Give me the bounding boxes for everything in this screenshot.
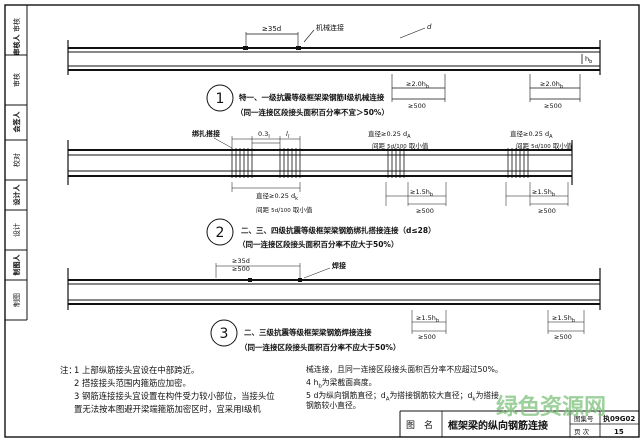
- section-1-title: 特一、一级抗震等级框架梁钢筋Ⅰ级机械连接: [239, 92, 385, 102]
- sidebar: 审核 审核人 审核 会签人 校对 设计人 设计 制图人 制图: [5, 5, 28, 321]
- title-label-tu: 图: [406, 420, 415, 431]
- section-3-title: 二、三级抗震等级框架梁钢筋焊接连接: [244, 327, 372, 337]
- section-2-title: 二、三、四级抗震等级框架梁钢筋绑扎搭接连接（d≤28）: [241, 225, 436, 235]
- sidebar-cell-4: 校对: [12, 153, 21, 167]
- section-3-beam: [67, 263, 601, 347]
- watermark-text: 绿色资源网: [496, 394, 606, 420]
- sidebar-cell-7: 制图人: [12, 254, 21, 276]
- section-2-dim-15a: ≥1.5hb: [410, 188, 433, 198]
- section-1-dim-right-3: ≥2.0hb: [540, 80, 563, 90]
- section-2-dim-l: ll: [286, 130, 290, 140]
- notes-label: 注：: [60, 365, 77, 375]
- section-2-dia-note-a: 直径≥0.25 dA: [368, 129, 411, 140]
- sidebar-cell-3: 会签人: [12, 111, 21, 133]
- section-2-dia-note-b: 直径≥0.25 dA: [510, 129, 553, 140]
- section-1-joint-label: 机械连接: [316, 23, 344, 32]
- outer-frame: [4, 4, 640, 438]
- sidebar-cell-2: 审核: [12, 73, 21, 87]
- atlas-label: 图集号: [574, 414, 594, 423]
- sidebar-cell-8: 制图: [12, 293, 21, 307]
- section-1-dim-right-2: ≥500: [408, 102, 426, 110]
- atlas-number: 执09G02: [603, 414, 635, 423]
- section-3-dim-15a: ≥1.5hb: [416, 314, 439, 324]
- note-1: 1 上部纵筋接头宜设在中部跨近。: [74, 365, 200, 375]
- sidebar-cell-6: 设计: [12, 223, 21, 237]
- note-5: 5 d为纵向钢筋直径；dA为搭接钢筋较大直径；dk为搭接: [306, 391, 499, 403]
- page-number: 15: [614, 428, 624, 436]
- section-1-dim-right-1: ≥2.0hb: [406, 80, 429, 90]
- section-3-dim-top-a: ≥35d: [232, 257, 250, 265]
- section-1-dim-top: ≥35d: [262, 25, 281, 33]
- section-2-dia-note-c: 直径≥0.25 dk: [256, 191, 298, 202]
- section-2-dim-15b: ≥1.5hb: [532, 188, 555, 198]
- section-3-dim-500a: ≥500: [418, 333, 436, 341]
- sidebar-cell-1: 审核人: [12, 34, 21, 56]
- section-2-dim-500b: ≥500: [538, 207, 556, 215]
- section-1-dim-right-4: ≥500: [544, 102, 562, 110]
- page-label: 页 次: [574, 427, 590, 436]
- section-3-dim-500b: ≥500: [554, 333, 572, 341]
- section-3-number: 3: [220, 326, 229, 342]
- sidebar-cell-5: 设计人: [12, 184, 21, 206]
- section-1-hb: hb: [585, 55, 592, 65]
- note-3a: 3 钢筋连接接头宜设置在构件受力较小部位，当接头位: [74, 391, 275, 401]
- section-2-spacing-c: 间距 5d/100 取小值: [256, 205, 313, 214]
- note-5b: 钢筋较小直径。: [306, 401, 361, 410]
- section-2-dim-500a: ≥500: [416, 207, 434, 215]
- section-3-joint-label: 焊接: [332, 261, 346, 270]
- section-2-dim-03: 0.3l: [258, 130, 270, 140]
- section-3-dim-top-b: ≥500: [232, 265, 250, 273]
- section-1-bar-label: d: [427, 23, 432, 31]
- section-2-tie-zone: 绑扎搭接: [192, 129, 220, 138]
- section-1-beam: [67, 27, 601, 112]
- title-block: [399, 410, 639, 437]
- section-3-dim-15b: ≥1.5hb: [552, 314, 575, 324]
- section-2-subtitle: （同一连接区段接头面积百分率不应大于50%）: [238, 239, 398, 249]
- title-label-ming: 名: [424, 419, 433, 431]
- drawing-name: 框架梁的纵向钢筋连接: [448, 419, 548, 432]
- section-2-spacing-b: 间距 5d/100 取小值: [516, 141, 573, 150]
- section-2-beam: [67, 136, 573, 246]
- section-1-number: 1: [216, 91, 225, 107]
- note-3c: 械连接，且同一连接区段接头面积百分率不应超过50%。: [306, 365, 503, 374]
- note-4: 4 hb为梁截面高度。: [306, 378, 377, 390]
- note-2: 2 搭接接头范围内箍筋应加密。: [74, 378, 191, 388]
- section-1-subtitle: （同一连接区段接头面积百分率不宜＞50%）: [236, 107, 389, 117]
- sidebar-cell-0: 审核: [12, 18, 21, 32]
- section-2-spacing-a: 间距 5d/100 取小值: [372, 141, 429, 150]
- note-3b: 置无法按本图避开梁端箍筋加密区时，宜采用Ⅰ级机: [74, 404, 261, 414]
- section-3-subtitle: （同一连接区段接头面积百分率不应大于50%）: [240, 342, 400, 352]
- section-2-number: 2: [216, 225, 225, 241]
